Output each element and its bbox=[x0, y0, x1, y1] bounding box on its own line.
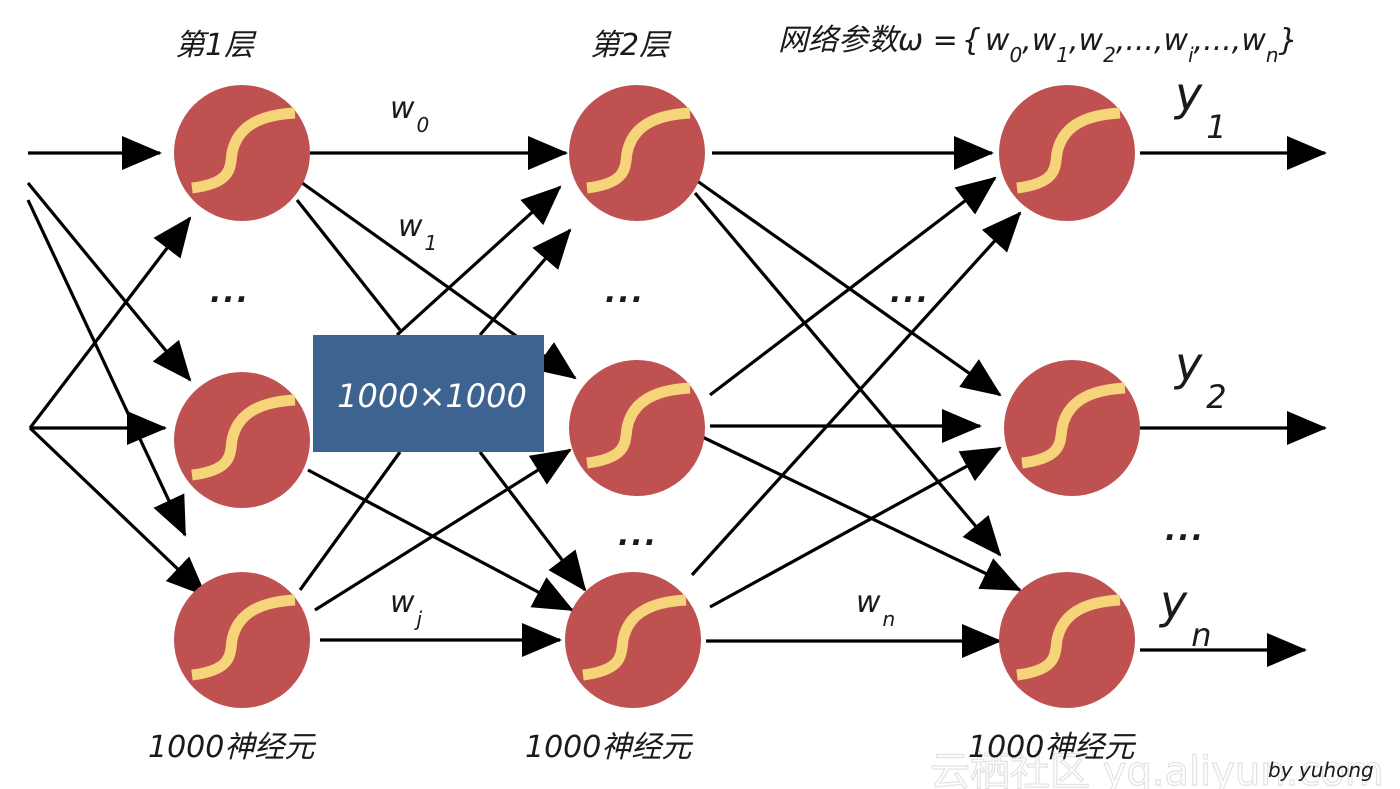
ellipsis-layer1: ... bbox=[210, 275, 250, 310]
neuron-body bbox=[174, 572, 310, 708]
ellipsis-layer2-upper: ... bbox=[605, 275, 645, 310]
sigmoid-curve-icon bbox=[582, 594, 687, 681]
edge-l1-l2 bbox=[298, 451, 402, 591]
neuron-l3-top bbox=[999, 85, 1135, 221]
sigmoid-curve-icon bbox=[191, 107, 296, 194]
formula-term-3-sub: i bbox=[1188, 43, 1194, 67]
neuron-l3-mid bbox=[1004, 360, 1140, 496]
neuron-body bbox=[174, 85, 310, 221]
edge-l2-l3 bbox=[692, 176, 1002, 397]
edge-l2-l3 bbox=[709, 446, 1002, 609]
edge-l1-l2 bbox=[314, 448, 572, 612]
neuron-l1-top bbox=[174, 85, 310, 221]
sigmoid-curve-icon bbox=[586, 107, 691, 194]
network-parameters-formula: 网络参数ω ={w0,w1,w2,...,wi,...,wn} bbox=[778, 23, 1298, 67]
formula-open-brace: { bbox=[962, 23, 981, 58]
connections bbox=[26, 136, 1327, 667]
neuron-l2-bot bbox=[565, 572, 701, 708]
sigmoid-curve-icon bbox=[191, 594, 296, 681]
svg-text:网络参数ω ={w0,w1,w2,...,wi,...,wn: 网络参数ω ={w0,w1,w2,...,wi,...,wn} bbox=[778, 23, 1298, 67]
input-edge bbox=[26, 181, 192, 382]
formula-term-2-sep: ,..., bbox=[1116, 23, 1164, 58]
sigmoid-curve-icon bbox=[586, 382, 691, 469]
layer1-count-label: 1000神经元 bbox=[148, 730, 316, 765]
neuron-l3-bot bbox=[999, 572, 1135, 708]
formula-term-1: w bbox=[1032, 23, 1057, 58]
ellipsis-layer2-lower: ... bbox=[618, 518, 658, 553]
ellipsis-layer2-3: ... bbox=[890, 275, 930, 310]
edge-l2-l3 bbox=[690, 211, 1022, 577]
weight-matrix-box: 1000×1000 bbox=[313, 335, 544, 452]
neuron-body bbox=[999, 572, 1135, 708]
formula-term-3-sep: ,..., bbox=[1194, 23, 1242, 58]
edge-l2-l3 bbox=[691, 430, 1022, 592]
formula-term-0-sep: , bbox=[1022, 23, 1032, 58]
neuron-body bbox=[999, 85, 1135, 221]
output-label-y2: y2 bbox=[1173, 337, 1227, 416]
formula-term-1-sep: , bbox=[1069, 23, 1079, 58]
output-label-y1: y1 bbox=[1173, 67, 1227, 146]
formula-term-2: w bbox=[1079, 23, 1104, 58]
layer2-title: 第2层 bbox=[590, 28, 672, 63]
neuron-body bbox=[569, 85, 705, 221]
neuron-body bbox=[1004, 360, 1140, 496]
formula-term-4: w bbox=[1241, 23, 1266, 58]
formula-prefix: 网络参数ω = bbox=[778, 23, 958, 58]
sigmoid-curve-icon bbox=[1021, 382, 1126, 469]
layer3-count-label: 1000神经元 bbox=[968, 730, 1136, 765]
formula-term-0: w bbox=[985, 23, 1010, 58]
edge-l1-l2 bbox=[395, 185, 562, 337]
formula-term-2-sub: 2 bbox=[1103, 43, 1116, 67]
edge-l1-l2 bbox=[478, 228, 572, 337]
edge-l1-l2 bbox=[478, 451, 587, 592]
edge-l1-l2 bbox=[307, 468, 574, 612]
neuron-l2-mid bbox=[569, 360, 705, 496]
sigmoid-curve-icon bbox=[1016, 594, 1121, 681]
edge-l1-l2 bbox=[295, 199, 402, 331]
neuron-body bbox=[569, 360, 705, 496]
byline: by yuhong bbox=[1268, 758, 1374, 782]
edge-l2-l3 bbox=[709, 176, 997, 397]
layer2-count-label: 1000神经元 bbox=[525, 730, 693, 765]
neuron-body bbox=[565, 572, 701, 708]
output-label-yn: yn bbox=[1158, 575, 1212, 654]
weight-matrix-label: 1000×1000 bbox=[337, 377, 527, 415]
layer1-title: 第1层 bbox=[175, 28, 257, 63]
neuron-l2-top bbox=[569, 85, 705, 221]
ellipsis-outputs: ... bbox=[1165, 513, 1205, 548]
neuron-l1-bot bbox=[174, 572, 310, 708]
formula-close-brace: } bbox=[1279, 23, 1298, 58]
edge-l2-l3 bbox=[693, 191, 1002, 557]
input-edge bbox=[28, 216, 192, 429]
formula-term-0-sub: 0 bbox=[1009, 43, 1022, 67]
watermark: 云栖社区 yq.aliyun.com bbox=[930, 749, 1384, 789]
formula-term-3: w bbox=[1164, 23, 1189, 58]
input-edge bbox=[28, 426, 207, 597]
sigmoid-curve-icon bbox=[1016, 107, 1121, 194]
formula-term-4-sub: n bbox=[1266, 43, 1279, 67]
neuron-l1-mid bbox=[174, 372, 310, 508]
sigmoid-curve-icon bbox=[191, 394, 296, 481]
input-edge bbox=[26, 199, 187, 537]
formula-term-1-sub: 1 bbox=[1056, 43, 1069, 67]
weight-matrix-rect bbox=[313, 335, 544, 452]
neurons bbox=[174, 85, 1140, 708]
neuron-body bbox=[174, 372, 310, 508]
